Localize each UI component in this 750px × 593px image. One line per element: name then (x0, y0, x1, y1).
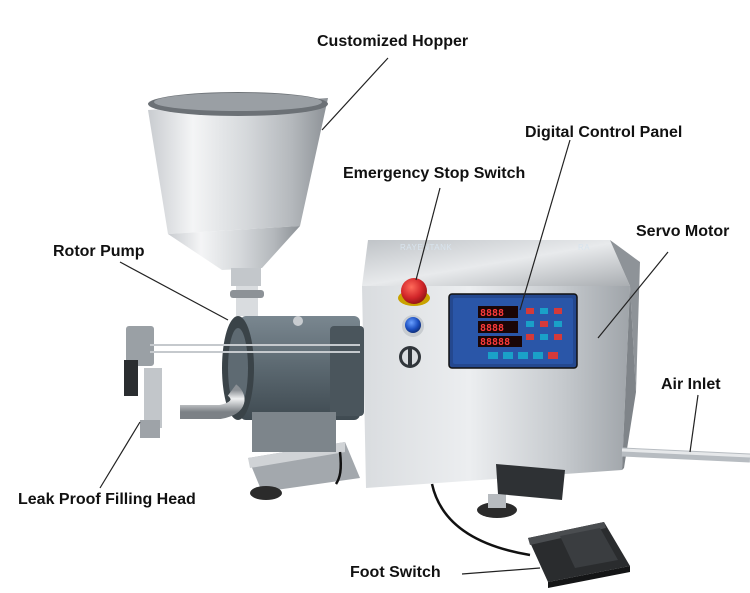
label-servo-motor: Servo Motor (636, 223, 730, 240)
foot-pad-icon (477, 502, 517, 518)
brand-logo-partial: RA (578, 243, 590, 252)
power-cable (334, 451, 343, 485)
label-foot-switch: Foot Switch (350, 564, 441, 581)
label-customized-hopper: Customized Hopper (317, 33, 469, 50)
display-readout-3: 88888 (480, 337, 510, 348)
display-readout-2: 8888 (480, 323, 504, 334)
digital-control-panel[interactable]: 8888 8888 88888 (448, 293, 578, 369)
hopper (148, 92, 328, 316)
label-emergency-stop-switch: Emergency Stop Switch (343, 165, 526, 182)
display-readout (478, 306, 518, 318)
blue-push-button[interactable] (402, 315, 424, 337)
pipework (124, 326, 360, 438)
brand-logo: RAYENTANK (400, 243, 452, 252)
label-digital-control-panel: Digital Control Panel (525, 124, 683, 141)
leader-lines (99, 57, 699, 575)
label-leak-proof-filling-head: Leak Proof Filling Head (18, 491, 196, 508)
rotor-pump (222, 316, 364, 452)
foot-switch[interactable] (528, 522, 630, 588)
display-readout (478, 321, 518, 333)
connector-box (496, 464, 565, 500)
selector-switch[interactable] (399, 346, 421, 368)
foot-switch-cable (430, 483, 531, 557)
foot-pad-icon (250, 486, 282, 500)
label-rotor-pump: Rotor Pump (53, 243, 145, 260)
emergency-stop-button[interactable] (398, 278, 430, 306)
keypad[interactable] (488, 308, 562, 359)
display-readout (478, 336, 522, 347)
display-readout-1: 8888 (480, 308, 504, 319)
air-inlet-hose (621, 447, 750, 463)
label-air-inlet: Air Inlet (661, 376, 721, 393)
